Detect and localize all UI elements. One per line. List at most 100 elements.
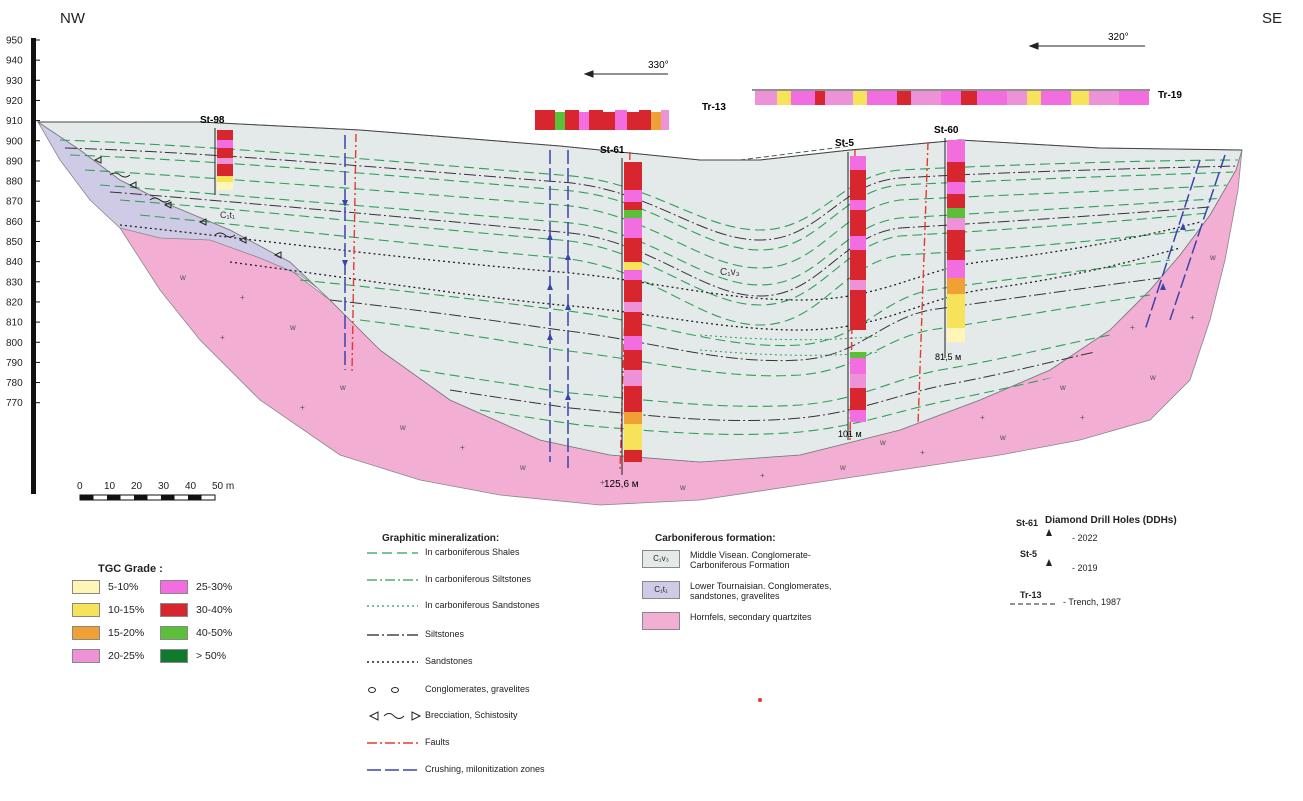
ddh-legend-title: Diamond Drill Holes (DDHs) [1045,515,1177,526]
elevation-tick-label: 860 [6,217,23,228]
graphitic-item: Conglomerates, gravelites [425,684,530,694]
graphitic-item: Siltstones [425,629,465,639]
label-tr13: Tr-13 [702,102,726,113]
formation-item: Hornfels, secondary quartzites [642,612,842,630]
elevation-tick-label: 800 [6,338,23,349]
tgc-label: > 50% [196,650,227,662]
svg-text:+: + [1080,413,1085,422]
label-c1t1: C₁t₁ [220,210,235,220]
svg-text:w: w [519,463,526,472]
label-st98: St-98 [200,115,225,126]
svg-text:+: + [1130,323,1135,332]
formation-item: C₁t₁ Lower Tournaisian. Conglomerates, s… [642,581,842,601]
tgc-label: 30-40% [196,604,233,616]
ddh-year: - 2022 [1072,533,1098,543]
elevation-axis: 9509409309209109008908808708608508408308… [6,36,40,494]
elevation-tick-label: 770 [6,398,23,409]
formation-swatch: C₁v₃ [642,550,680,568]
tgc-swatch [72,626,100,640]
elevation-tick-label: 920 [6,96,23,107]
svg-text:w: w [179,273,186,282]
graphitic-item: In carboniferous Siltstones [425,574,532,584]
elevation-tick-label: 930 [6,76,23,87]
tgc-swatch [160,580,188,594]
brecciation-marks [93,156,282,259]
tgc-item: 5-10% [72,580,138,594]
svg-text:w: w [879,438,886,447]
tgc-label: 25-30% [196,581,233,593]
label-depth-st60: 81,5 м [935,352,961,362]
hornfels-symbols: w+w +w+ w+w +w+ w+w +w+ w+w +w [179,253,1216,492]
drillhole-st61 [621,158,642,475]
svg-text:w: w [679,483,686,492]
tgc-item: 25-30% [160,580,232,594]
svg-text:w: w [399,423,406,432]
tgc-item: 40-50% [160,626,232,640]
elevation-tick-label: 950 [6,36,23,47]
elevation-tick-label: 810 [6,318,23,329]
tgc-item: 30-40% [160,603,232,617]
elevation-tick-label: 870 [6,197,23,208]
tgc-swatch [72,580,100,594]
direction-nw: NW [60,10,85,27]
tgc-item: 15-20% [72,626,144,640]
formation-swatch: C₁t₁ [642,581,680,599]
elevation-tick-label: 910 [6,116,23,127]
label-tr19: Tr-19 [1158,90,1182,101]
drillhole-st60 [944,138,965,358]
svg-text:+: + [760,471,765,480]
svg-text:+: + [920,448,925,457]
elevation-tick-label: 790 [6,358,23,369]
legend-ddh-symbols [1010,529,1055,605]
label-st60: St-60 [934,125,959,136]
tgc-swatch [72,649,100,663]
elevation-tick-label: 900 [6,136,23,147]
crushing-zones [344,135,1226,468]
svg-text:+: + [460,443,465,452]
scale-bar-label: 0 [77,481,83,492]
elevation-tick-label: 850 [6,237,23,248]
svg-text:+: + [240,293,245,302]
tgc-swatch [160,603,188,617]
svg-text:w: w [1059,383,1066,392]
graphitic-item: In carboniferous Shales [425,547,520,557]
direction-arrow-330 [583,70,668,78]
elevation-tick-label: 840 [6,257,23,268]
graphitic-item: Crushing, milonitization zones [425,764,545,774]
svg-text:w: w [1209,253,1216,262]
tgc-label: 10-15% [108,604,145,616]
trench-tr19-bars [752,89,1150,105]
label-depth-st61: 125,6 м [604,479,639,490]
formation-item: C₁v₃ Middle Visean. Conglomerate-Carboni… [642,550,842,570]
graphitic-item: Faults [425,737,450,747]
tgc-label: 15-20% [108,627,145,639]
scale-bar-label: 30 [158,481,170,492]
elevation-tick-label: 890 [6,156,23,167]
elevation-tick-label: 820 [6,297,23,308]
drillhole-st98 [214,128,233,195]
svg-text:+: + [300,403,305,412]
label-dir-330: 330° [648,60,669,71]
tgc-item: 10-15% [72,603,144,617]
ddh-trench-label: - Trench, 1987 [1063,597,1122,607]
svg-text:+: + [980,413,985,422]
tgc-legend-title: TGC Grade : [98,563,163,575]
elevation-tick-label: 830 [6,277,23,288]
scale-bar-label: 10 [104,481,116,492]
svg-text:+: + [1190,313,1195,322]
tgc-swatch [160,649,188,663]
scale-bar-label: 50 m [212,481,234,492]
ddh-code: Tr-13 [1020,590,1042,600]
tgc-label: 40-50% [196,627,233,639]
drillhole-st5 [847,152,866,440]
scale-bar-label: 20 [131,481,143,492]
graphitic-legend-title: Graphitic mineralization: [382,533,500,544]
ddh-code: St-61 [1016,518,1039,528]
formation-legend-title: Carboniferous formation: [655,533,776,544]
direction-se: SE [1262,10,1283,27]
label-c1v3: C₁v₃ [720,267,740,278]
tgc-swatch [72,603,100,617]
svg-text:w: w [999,433,1006,442]
svg-text:w: w [289,323,296,332]
